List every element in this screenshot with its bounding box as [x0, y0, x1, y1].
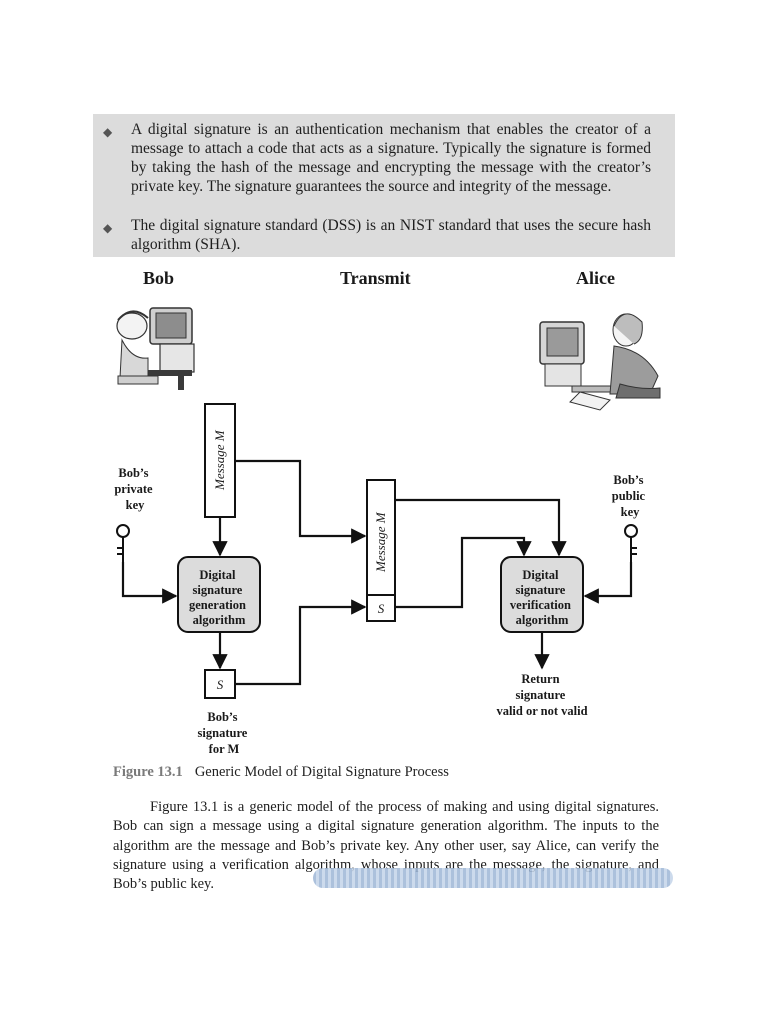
connector-lines	[121, 459, 633, 686]
verification-algorithm-label: Digital signature verification algorithm	[510, 568, 574, 627]
summary-bullet: ◆ A digital signature is an authenticati…	[103, 120, 651, 196]
bob-signature-label: Bob’s signature for M	[198, 710, 251, 756]
generation-algorithm-label: Digital signature generation algorithm	[189, 568, 249, 627]
summary-bullet-text: A digital signature is an authentication…	[131, 121, 651, 195]
column-heading-transmit: Transmit	[340, 268, 411, 288]
message-label-bob: Message M	[212, 429, 227, 491]
diamond-bullet-icon: ◆	[103, 125, 113, 139]
summary-bullet: ◆ The digital signature standard (DSS) i…	[103, 216, 651, 254]
diamond-bullet-icon: ◆	[103, 221, 113, 235]
private-key-label: Bob’s private key	[114, 466, 155, 512]
figure-caption: Figure 13.1 Generic Model of Digital Sign…	[113, 764, 449, 781]
column-heading-alice: Alice	[576, 268, 615, 288]
message-box-transmit	[366, 479, 396, 596]
alice-computer-illustration	[539, 313, 661, 411]
message-label-transmit: Message M	[373, 511, 388, 573]
private-key-icon	[116, 524, 130, 562]
body-paragraph: Figure 13.1 is a generic model of the pr…	[113, 799, 659, 893]
message-box-bob	[204, 403, 236, 518]
return-label: Return signature valid or not valid	[496, 672, 587, 718]
summary-bullet-text: The digital signature standard (DSS) is …	[131, 217, 651, 253]
signature-label-transmit: S	[378, 601, 385, 616]
bob-computer-illustration	[116, 307, 195, 390]
public-key-icon	[624, 524, 638, 562]
public-key-label: Bob’s public key	[612, 473, 648, 519]
summary-box: ◆ A digital signature is an authenticati…	[93, 114, 675, 257]
signature-label-bob: S	[217, 677, 224, 692]
column-heading-bob: Bob	[143, 268, 175, 288]
figure-number: Figure 13.1	[113, 764, 183, 780]
figure-title: Generic Model of Digital Signature Proce…	[194, 764, 449, 780]
highlight-scribble	[313, 868, 673, 888]
